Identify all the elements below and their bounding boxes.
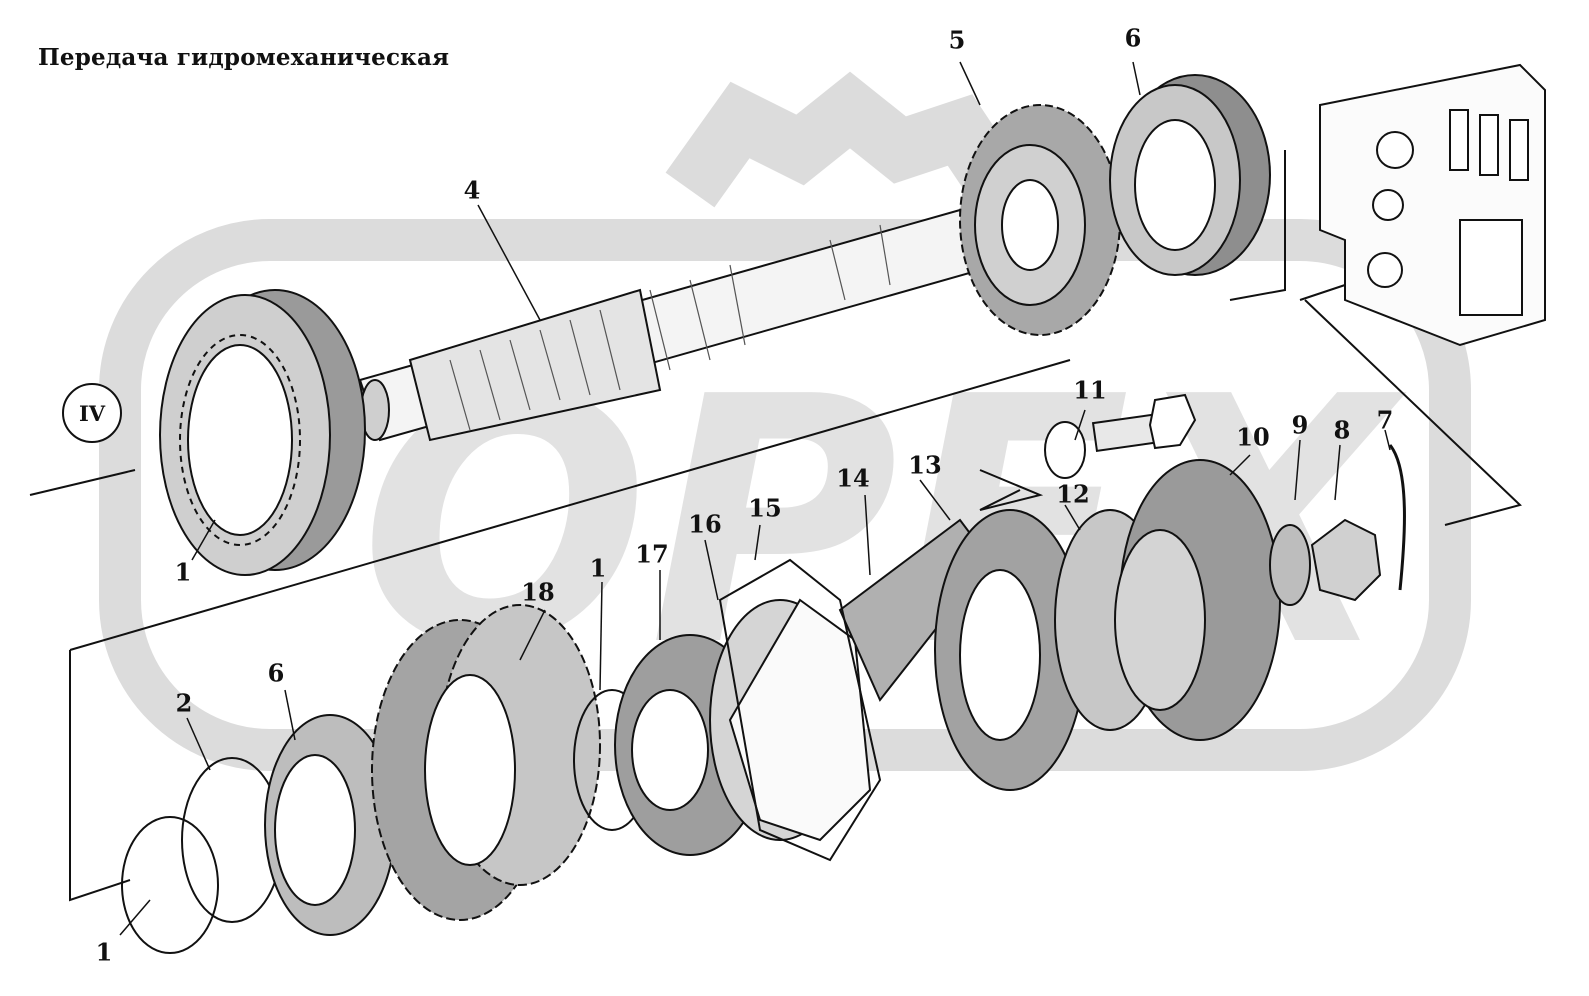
ring-gear-top bbox=[159, 289, 366, 576]
callout-14: 14 bbox=[836, 463, 870, 493]
callout-9: 9 bbox=[1291, 410, 1309, 440]
bottom-assembly bbox=[121, 444, 1406, 954]
main-shaft bbox=[358, 208, 982, 442]
gear-top-right bbox=[959, 104, 1121, 336]
callout-15: 15 bbox=[748, 493, 782, 523]
flange-gasket bbox=[718, 558, 882, 862]
callout-11: 11 bbox=[1073, 375, 1107, 405]
callout-6-top: 6 bbox=[1124, 23, 1142, 53]
callout-5: 5 bbox=[948, 25, 966, 55]
callout-12: 12 bbox=[1056, 479, 1090, 509]
diagram-title: Передача гидромеханическая bbox=[38, 44, 450, 71]
view-marker: IV bbox=[62, 383, 122, 443]
callout-7: 7 bbox=[1376, 405, 1394, 435]
gearbox-housing bbox=[1319, 63, 1546, 347]
callout-1-bottom: 1 bbox=[95, 937, 113, 967]
callout-4: 4 bbox=[463, 175, 481, 205]
callout-16: 16 bbox=[688, 509, 722, 539]
bolt bbox=[1044, 393, 1197, 479]
leader-lines bbox=[119, 61, 1391, 936]
callout-10: 10 bbox=[1236, 422, 1270, 452]
guide-lines bbox=[29, 150, 1522, 902]
callout-1-mid: 1 bbox=[589, 553, 607, 583]
callout-8: 8 bbox=[1333, 415, 1351, 445]
callout-13: 13 bbox=[908, 450, 942, 480]
callout-17: 17 bbox=[635, 539, 669, 569]
callout-2: 2 bbox=[175, 688, 193, 718]
bearing-top-right bbox=[1109, 74, 1271, 276]
callout-1-top: 1 bbox=[174, 557, 192, 587]
callout-18: 18 bbox=[521, 577, 555, 607]
callout-6-bottom: 6 bbox=[267, 658, 285, 688]
